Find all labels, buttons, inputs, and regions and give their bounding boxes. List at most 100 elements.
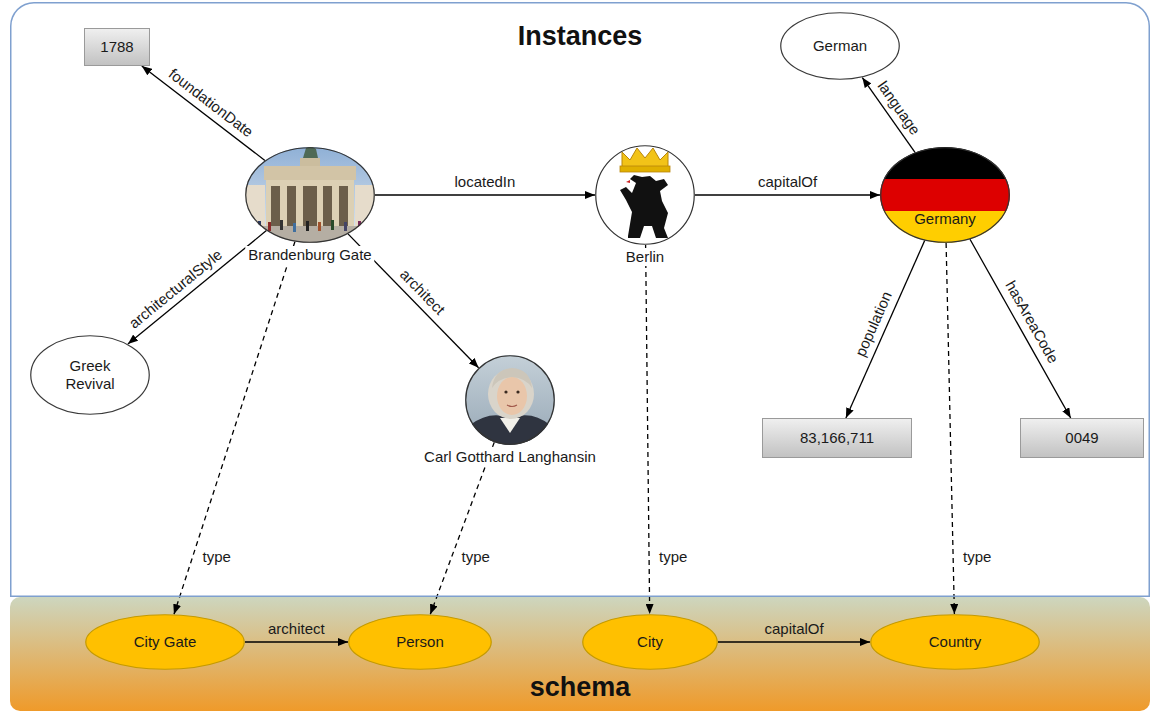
- flag-stripe: [880, 211, 1010, 243]
- literal-box: 83,166,711: [762, 418, 912, 458]
- type-connector: [946, 243, 954, 614]
- node-text: 1788: [100, 38, 133, 56]
- node-outline-shape: [246, 148, 375, 243]
- node-text: Country: [929, 633, 982, 651]
- type-connector: [174, 242, 295, 615]
- eye: [504, 390, 507, 393]
- relation-arrow: [245, 641, 348, 642]
- person-figure: [318, 222, 321, 231]
- person-figure: [293, 223, 296, 232]
- class-ellipse: City Gate: [85, 614, 245, 670]
- city-emblem: Berlin: [595, 145, 695, 245]
- gate-photo: [245, 146, 375, 246]
- person-figure: [306, 221, 309, 231]
- mouth: [507, 405, 517, 407]
- node-outline-shape: [349, 615, 492, 670]
- colonnade: [266, 180, 354, 226]
- relation-arrow: [846, 241, 925, 418]
- node-outline-shape: [31, 336, 150, 415]
- relation-arrow: [970, 239, 1071, 418]
- node-outline-shape: [596, 146, 695, 245]
- tongue: [626, 180, 630, 183]
- germany-flag: [880, 147, 1010, 243]
- crown: [622, 148, 668, 168]
- edge-label: type: [203, 548, 231, 566]
- flag-stripe: [880, 179, 1010, 211]
- edge-label: capitalOf: [765, 620, 824, 638]
- edge-label: type: [462, 548, 490, 566]
- panel-title: Instances: [518, 20, 643, 52]
- attic: [264, 166, 356, 180]
- node-text: 0049: [1065, 429, 1098, 447]
- node-text: Greek Revival: [55, 357, 125, 393]
- node-outline-shape: [466, 356, 555, 445]
- relation-arrow: [695, 194, 880, 195]
- passage: [323, 186, 332, 226]
- emblem-ground: [595, 145, 695, 245]
- portrait-ground: [465, 355, 555, 445]
- eye: [516, 390, 519, 393]
- node-outline: [880, 147, 1010, 243]
- node-outline: [465, 355, 555, 445]
- relation-arrow: [375, 194, 595, 195]
- edge-label: foundationDate: [165, 65, 257, 141]
- portrait: [465, 355, 555, 445]
- person-figure: [280, 220, 283, 230]
- person-portrait: Carl Gotthard Langhansin: [465, 355, 555, 445]
- class-ellipse: Person: [348, 614, 492, 670]
- node-outline-shape: [86, 615, 245, 670]
- edge-label: architect: [268, 620, 325, 638]
- entity-name: Berlin: [623, 248, 667, 266]
- edge-label: hasAreaCode: [1001, 278, 1062, 367]
- edge-label: type: [963, 548, 991, 566]
- entity-name: Germany: [914, 210, 976, 228]
- edge-label: population: [851, 289, 896, 360]
- bear: [620, 175, 668, 238]
- passage: [271, 186, 280, 226]
- person-figure: [268, 222, 271, 231]
- berlin-emblem: [595, 145, 695, 245]
- relation-arrow: [718, 641, 870, 642]
- attic-top: [300, 158, 320, 166]
- node-outline-shape: [781, 13, 900, 80]
- entity-name: Brandenburg Gate: [245, 246, 374, 264]
- entity-ellipse: Greek Revival: [30, 335, 150, 415]
- class-ellipse: Country: [870, 614, 1040, 670]
- node-text: Person: [396, 633, 444, 651]
- node-outline-shape: [583, 615, 718, 670]
- passage: [303, 186, 317, 226]
- entity-name: Carl Gotthard Langhansin: [421, 448, 599, 466]
- node-outline: [245, 147, 375, 243]
- relation-arrow: [142, 66, 265, 160]
- literal-box: 1788: [84, 28, 150, 66]
- flag-stripe: [880, 147, 1010, 179]
- hair: [492, 368, 532, 388]
- wig: [488, 369, 534, 419]
- person-figure: [331, 220, 334, 230]
- node-text: 83,166,711: [800, 429, 874, 447]
- edge-label: locatedIn: [455, 173, 516, 191]
- edge-label: type: [659, 548, 687, 566]
- node-outline-shape: [881, 148, 1010, 243]
- type-connector: [430, 442, 494, 614]
- panel-title: schema: [530, 671, 631, 703]
- person-figure: [344, 222, 347, 231]
- edge-label: architecturalStyle: [125, 245, 225, 332]
- node-outline: [595, 145, 695, 245]
- schema-panel: schema City Gate Person City Country: [10, 597, 1150, 711]
- node-outline-shape: [871, 615, 1040, 670]
- face: [497, 377, 527, 415]
- literal-box: 0049: [1020, 418, 1144, 458]
- type-connector: [646, 245, 650, 614]
- entity-ellipse: German: [780, 12, 900, 80]
- node-text: City Gate: [134, 633, 197, 651]
- country-flag: Germany: [880, 147, 1010, 243]
- cravat: [500, 418, 520, 433]
- passage: [339, 186, 348, 226]
- passage: [287, 186, 296, 226]
- node-text: City: [637, 633, 663, 651]
- edge-label: capitalOf: [758, 173, 817, 191]
